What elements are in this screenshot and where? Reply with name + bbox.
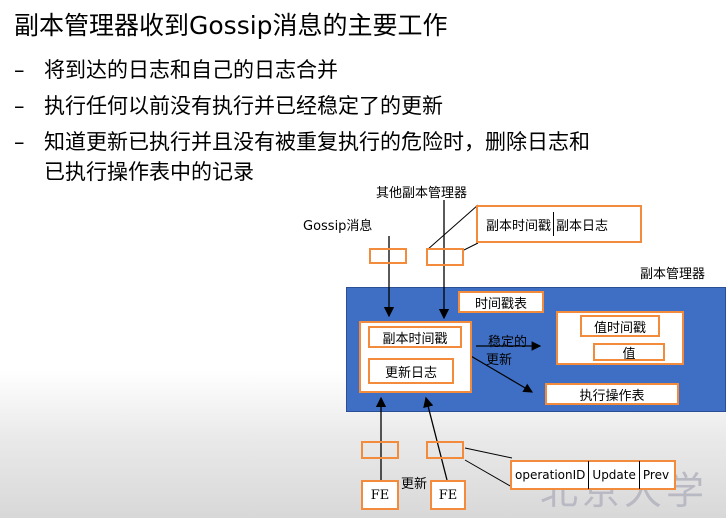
bullet-text: 将到达的日志和自己的日志合并 [44,58,338,82]
bullet-text: 执行任何以前没有执行并已经稳定了的更新 [44,94,443,118]
stable-label-1: 稳定的 [488,335,528,350]
stable-label-2: 更新 [486,353,513,368]
op-prev-cell: Prev [642,468,670,482]
other-rm-label: 其他副本管理器 [376,186,468,201]
cell-divider [588,461,590,489]
gossip-label: Gossip消息 [303,219,373,234]
op-update-cell: Update [592,468,636,482]
executed-table-box: 执行操作表 [545,383,679,405]
gossip-slot [426,248,464,266]
gossip-ts-cell: 副本时间戳 [486,218,552,234]
fe-box: FE [430,480,466,510]
update-label: 更新 [401,477,428,492]
cell-divider [553,212,555,236]
bullet-text: 知道更新已执行并且没有被重复执行的危险时，删除日志和 [44,130,590,154]
replica-ts-box: 副本时间戳 [368,326,462,348]
page-title: 副本管理器收到Gossip消息的主要工作 [14,11,448,40]
op-id-cell: operationID [515,468,586,482]
gossip-message-box: 副本时间戳副本日志 [476,205,642,243]
gossip-log-cell: 副本日志 [556,218,609,234]
operation-record-box: operationID Update Prev [510,460,676,490]
fe2-update-arrow [423,396,448,481]
bullet-item: –执行任何以前没有执行并已经稳定了的更新 [14,90,443,120]
value-ts-box: 值时间戳 [580,315,660,337]
cell-divider [638,461,640,489]
gossip-slot [369,248,407,264]
bullet-item: –知道更新已执行并且没有被重复执行的危险时，删除日志和 [14,126,590,156]
request-slot [426,441,464,459]
bullet-continuation: 已执行操作表中的记录 [44,160,254,184]
value-box: 值 [593,343,665,362]
rm-label: 副本管理器 [640,267,706,282]
exec-table-arrow [463,351,534,393]
bullet-item: –将到达的日志和自己的日志合并 [14,54,338,84]
bullet-dash: – [14,58,25,82]
fe-box: FE [361,480,399,510]
bullet-dash: – [14,94,25,118]
request-slot [361,441,399,459]
timestamp-table-box: 时间戳表 [458,291,544,313]
bullet-dash: – [14,130,25,154]
update-log-box: 更新日志 [368,358,454,384]
